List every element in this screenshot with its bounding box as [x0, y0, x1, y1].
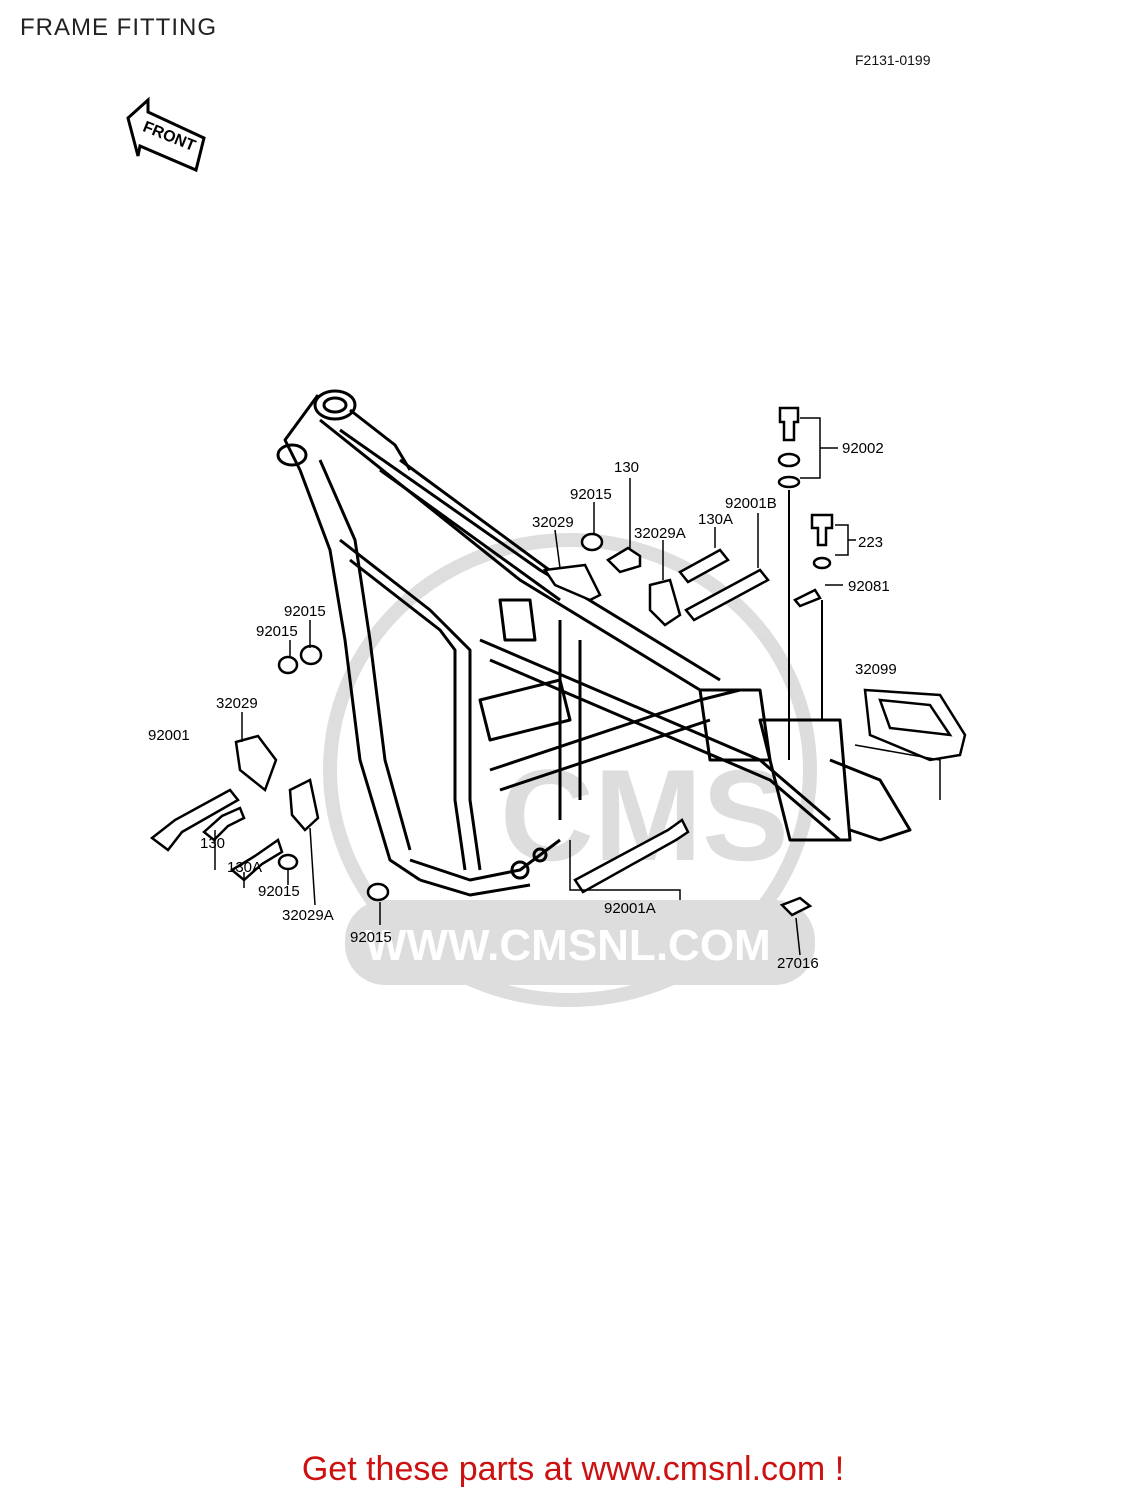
- part-label: 92015: [256, 623, 298, 640]
- watermark: CMS WWW.CMSNL.COM: [323, 533, 817, 1007]
- part-label: 92001: [148, 727, 190, 744]
- parts-drawings: [149, 406, 967, 917]
- part-label: 130: [200, 835, 225, 852]
- part-label: 92001B: [725, 495, 777, 512]
- part-label: 27016: [777, 955, 819, 972]
- part-label: 92081: [848, 578, 890, 595]
- page-title: FRAME FITTING: [20, 14, 217, 41]
- part-label: 32099: [855, 661, 897, 678]
- part-label: 92002: [842, 440, 884, 457]
- leader-lines: [214, 417, 941, 956]
- part-label: 32029: [532, 514, 574, 531]
- part-label: 92015: [350, 929, 392, 946]
- part-label: 32029: [216, 695, 258, 712]
- part-label: 130A: [698, 511, 733, 528]
- part-label: 92015: [570, 486, 612, 503]
- part-label: 92015: [284, 603, 326, 620]
- motorcycle-frame: [276, 389, 912, 897]
- diagram-code: F2131-0199: [855, 52, 931, 68]
- part-label: 32029A: [282, 907, 334, 924]
- svg-text:WWW.CMSNL.COM: WWW.CMSNL.COM: [365, 921, 771, 970]
- part-label: 32029A: [634, 525, 686, 542]
- part-labels: 92002 130 92015 92001B 32029 32029A 130A…: [148, 440, 897, 972]
- part-label: 223: [858, 534, 883, 551]
- part-label: 92015: [258, 883, 300, 900]
- part-label: 130: [614, 459, 639, 476]
- footer-link-text[interactable]: Get these parts at www.cmsnl.com !: [301, 1450, 845, 1488]
- part-label: 92001A: [604, 900, 656, 917]
- svg-text:CMS: CMS: [500, 742, 789, 888]
- front-arrow-icon: FRONT: [126, 96, 206, 173]
- part-label: 130A: [227, 859, 262, 876]
